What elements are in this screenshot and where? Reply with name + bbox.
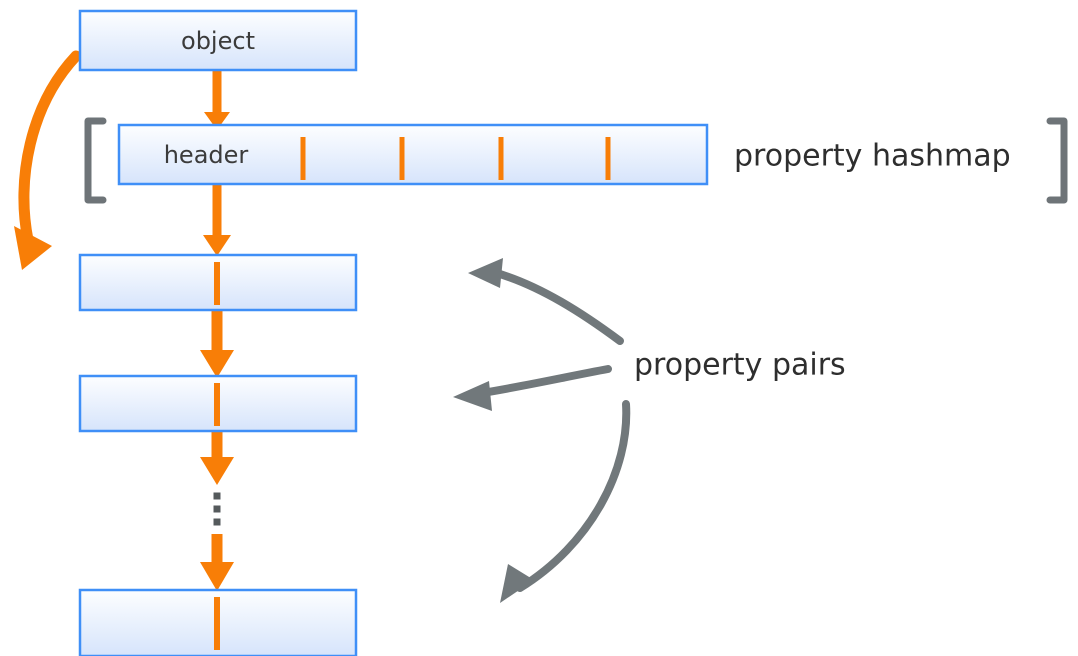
object-box[interactable]: object: [78, 9, 358, 72]
bracket-left-icon: [84, 117, 107, 204]
pairs-arrow-top: [468, 258, 624, 345]
hashmap-header-label: header: [164, 141, 249, 169]
arrow-ellipsis-to-last: [200, 534, 234, 591]
arrow-hashmap-to-pair-1: [203, 184, 231, 256]
vertical-ellipsis: [213, 492, 221, 526]
arrow-object-to-first-pair-curved: [14, 50, 82, 270]
hashmap-brackets: [84, 117, 1068, 204]
arrow-object-to-hashmap: [204, 70, 230, 130]
hashmap-slot-ticks: [300, 137, 611, 180]
object-box-label: object: [181, 27, 255, 55]
property-hashmap-label: property hashmap: [734, 139, 1011, 174]
arrow-pair1-to-pair2: [200, 311, 234, 378]
property-pairs-callout-arrows: [453, 258, 631, 603]
property-pairs-label: property pairs: [634, 348, 846, 383]
pairs-arrow-bottom: [500, 400, 631, 603]
pairs-arrow-middle: [453, 365, 612, 411]
bracket-right-icon: [1046, 117, 1068, 204]
hashmap-box[interactable]: header: [117, 123, 709, 186]
arrow-pair2-to-ellipsis: [200, 432, 234, 485]
